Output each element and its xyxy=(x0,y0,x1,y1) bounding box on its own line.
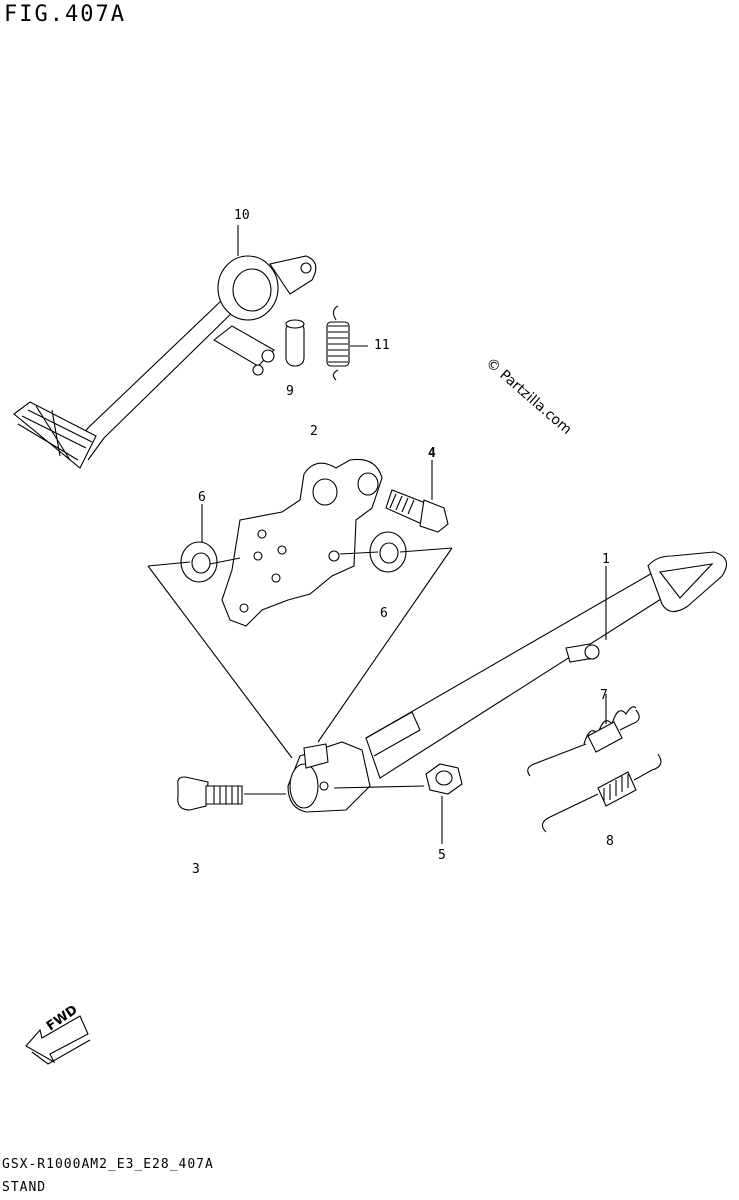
callout-7: 7 xyxy=(600,688,608,703)
leader-lines xyxy=(148,548,452,758)
fwd-arrow-icon xyxy=(26,1016,90,1064)
spring-7-part[interactable] xyxy=(528,694,639,776)
footer-name: STAND xyxy=(2,1180,47,1195)
figure-title: FIG.407A xyxy=(4,2,126,27)
bolt-upper-part[interactable] xyxy=(386,460,448,532)
callout-2: 2 xyxy=(310,424,318,439)
side-stand-part[interactable] xyxy=(288,552,727,812)
callout-9: 10 xyxy=(234,208,250,223)
callout-11: 11 xyxy=(374,338,390,353)
small-spring-part[interactable] xyxy=(327,306,368,380)
callout-6-left: 6 xyxy=(198,490,206,505)
callout-1: 1 xyxy=(602,552,610,567)
callout-4: 4 xyxy=(428,446,436,461)
footer-code: GSX-R1000AM2_E3_E28_407A xyxy=(2,1157,214,1172)
callout-3: 3 xyxy=(192,862,200,877)
nut-part[interactable] xyxy=(426,764,462,844)
washer-left-part[interactable] xyxy=(181,504,240,582)
bracket-part[interactable] xyxy=(222,459,382,626)
callout-10: 9 xyxy=(286,384,294,399)
callout-8: 8 xyxy=(606,834,614,849)
pivot-bolt-part[interactable] xyxy=(178,777,286,810)
callout-6-right: 6 xyxy=(380,606,388,621)
spring-8-part[interactable] xyxy=(542,754,660,832)
washer-right-part[interactable] xyxy=(340,532,452,572)
collar-part[interactable] xyxy=(286,320,304,366)
pedal-part[interactable] xyxy=(14,225,316,468)
callout-5: 5 xyxy=(438,848,446,863)
